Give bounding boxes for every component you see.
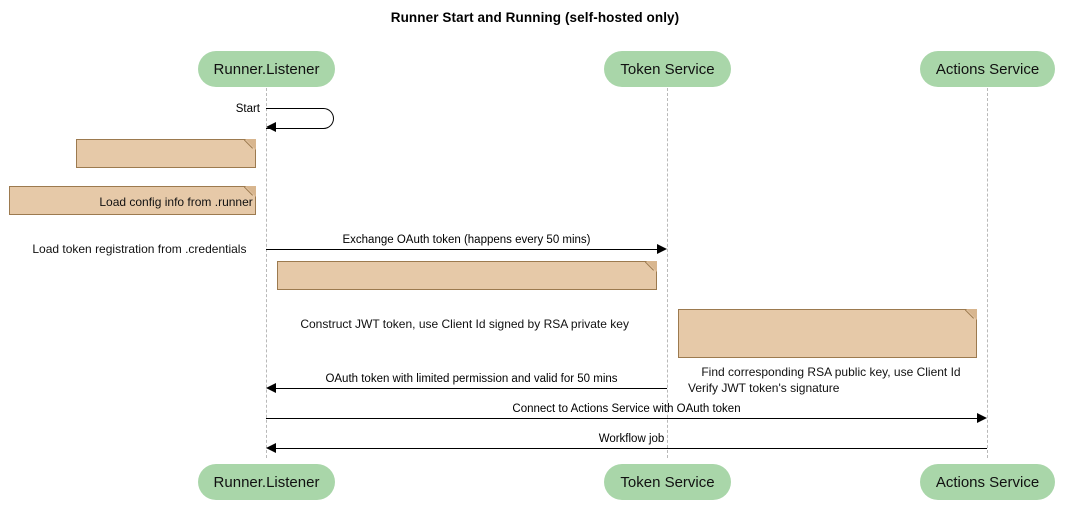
participant-label: Token Service <box>620 473 715 491</box>
message-line-oauth-token-reply <box>276 388 667 389</box>
message-label-workflow-job: Workflow job <box>598 433 665 445</box>
message-label-exchange-oauth-token: Exchange OAuth token (happens every 50 m… <box>342 234 591 246</box>
message-arrowhead-workflow-job <box>266 443 276 453</box>
note-fold-edge-icon <box>645 261 657 273</box>
self-message-label-start: Start <box>235 103 260 115</box>
message-label-connect-to-actions-service: Connect to Actions Service with OAuth to… <box>512 403 741 415</box>
participant-label: Actions Service <box>935 60 1040 78</box>
message-arrowhead-connect-to-actions-service <box>977 413 987 423</box>
note-text: Load token registration from .credential… <box>32 242 247 256</box>
note-text: Construct JWT token, use Client Id signe… <box>300 317 629 331</box>
page-title: Runner Start and Running (self-hosted on… <box>390 10 680 25</box>
note-text: Load config info from .runner <box>99 195 253 209</box>
participant-label: Actions Service <box>935 473 1040 491</box>
message-line-connect-to-actions-service <box>266 418 977 419</box>
note-fold-edge-icon <box>244 139 256 151</box>
participant-label: Runner.Listener <box>213 60 320 78</box>
lifeline-runner <box>266 88 267 458</box>
participant-token-service-bottom[interactable]: Token Service <box>604 464 731 500</box>
message-line-exchange-oauth-token <box>266 249 657 250</box>
participant-label: Runner.Listener <box>213 473 320 491</box>
lifeline-actions-service <box>987 88 988 458</box>
note-construct-jwt: Construct JWT token, use Client Id signe… <box>277 261 657 331</box>
self-message-arrowhead-start <box>266 122 276 132</box>
message-arrowhead-exchange-oauth-token <box>657 244 667 254</box>
message-label-oauth-token-reply: OAuth token with limited permission and … <box>325 373 618 385</box>
participant-label: Token Service <box>620 60 715 78</box>
message-line-workflow-job <box>276 448 987 449</box>
participant-actions-service-top[interactable]: Actions Service <box>920 51 1055 87</box>
note-load-config: Load config info from .runner <box>76 139 256 209</box>
self-message-loop-start <box>266 108 334 129</box>
message-arrowhead-oauth-token-reply <box>266 383 276 393</box>
participant-runner-top[interactable]: Runner.Listener <box>198 51 335 87</box>
participant-actions-service-bottom[interactable]: Actions Service <box>920 464 1055 500</box>
lifeline-token-service <box>667 88 668 458</box>
note-load-token-registration: Load token registration from .credential… <box>9 186 256 256</box>
note-text: Find corresponding RSA public key, use C… <box>688 365 961 395</box>
participant-runner-bottom[interactable]: Runner.Listener <box>198 464 335 500</box>
participant-token-service-top[interactable]: Token Service <box>604 51 731 87</box>
note-verify-jwt: Find corresponding RSA public key, use C… <box>678 309 977 395</box>
note-fold-edge-icon <box>965 309 977 321</box>
